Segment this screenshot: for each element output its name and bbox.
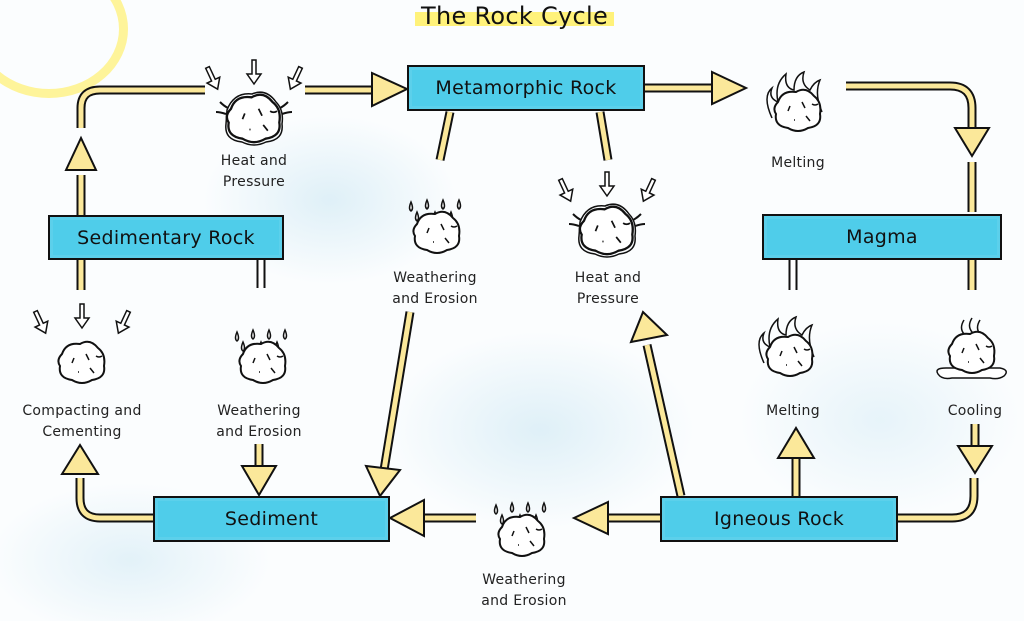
process-label-melting-top: Melting bbox=[771, 155, 825, 171]
process-label-cooling: Cooling bbox=[947, 403, 1003, 419]
rock-flames-icon bbox=[758, 316, 815, 377]
arrow-weathering-to-sediment bbox=[387, 498, 476, 538]
rock-rain-icon bbox=[234, 329, 288, 384]
arrow-igneous-to-melting bbox=[776, 260, 816, 496]
rock-rain-icon bbox=[493, 502, 547, 557]
highlighter-doodle bbox=[0, 0, 128, 98]
rock-compress-icon bbox=[28, 303, 136, 384]
arrow-sedimentary-to-weathering bbox=[76, 260, 278, 497]
arrow-igneous-to-center-heat bbox=[629, 310, 686, 497]
node-label: Sediment bbox=[224, 508, 319, 530]
arrow-magma-to-cooling bbox=[898, 260, 994, 523]
process-label-weathering-left: Weathering and Erosion bbox=[216, 403, 302, 440]
node-sedimentary-rock: Sedimentary Rock bbox=[48, 215, 284, 260]
rock-steam-icon bbox=[936, 317, 1007, 380]
arrow-heat-to-metamorphic bbox=[305, 71, 410, 108]
process-label-melting-bottom: Melting bbox=[766, 403, 820, 419]
node-label: Sedimentary Rock bbox=[77, 226, 255, 249]
process-label-heat-pressure-top: Heat and Pressure bbox=[220, 153, 288, 190]
node-metamorphic-rock: Metamorphic Rock bbox=[407, 65, 645, 111]
node-label: Magma bbox=[846, 226, 918, 248]
node-igneous-rock: Igneous Rock bbox=[660, 496, 898, 542]
process-label-weathering-bottom: Weathering and Erosion bbox=[481, 572, 567, 609]
arrow-metamorphic-to-center-heat bbox=[595, 111, 613, 161]
arrow-melting-to-magma bbox=[846, 81, 991, 212]
rock-rain-icon bbox=[408, 199, 462, 254]
process-label-weathering-center: Weathering and Erosion bbox=[392, 270, 478, 307]
rock-flames-icon bbox=[766, 71, 823, 132]
arrow-sedimentary-to-heat bbox=[64, 85, 205, 216]
arrow-igneous-to-weathering bbox=[571, 500, 660, 536]
node-sediment: Sediment bbox=[153, 496, 390, 542]
rock-pressure-icon bbox=[200, 59, 308, 146]
arrow-metamorphic-to-melting bbox=[645, 70, 749, 106]
arrow-metamorphic-to-weathering bbox=[364, 111, 455, 498]
node-label: Metamorphic Rock bbox=[435, 77, 617, 99]
node-label: Igneous Rock bbox=[713, 508, 845, 530]
diagram-title: The Rock Cycle bbox=[415, 2, 615, 30]
process-label-compacting: Compacting and Cementing bbox=[22, 403, 142, 440]
rock-pressure-icon bbox=[553, 171, 661, 258]
node-magma: Magma bbox=[762, 214, 1002, 260]
process-label-heat-pressure-center: Heat and Pressure bbox=[574, 270, 642, 307]
arrow-sediment-to-compacting bbox=[60, 443, 153, 523]
